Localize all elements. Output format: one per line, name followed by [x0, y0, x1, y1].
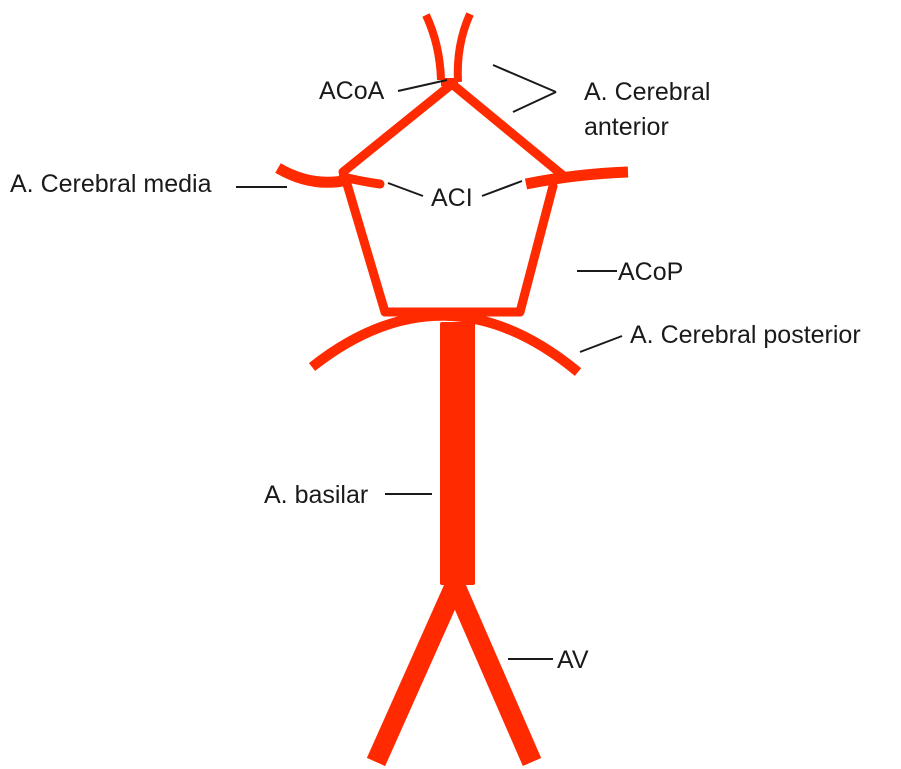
leader-aci-right [482, 181, 522, 196]
label-cerebral-posterior: A. Cerebral posterior [630, 321, 861, 349]
basilar-artery [440, 322, 475, 585]
posterior-communicating-artery-left [347, 184, 385, 312]
vertebral-artery-right [455, 585, 532, 762]
leader-cerebral-anterior-lower [513, 92, 556, 112]
anterior-cerebral-a1-right [452, 84, 566, 178]
label-cerebral-media: A. Cerebral media [10, 170, 212, 198]
vertebral-artery-left [376, 585, 455, 762]
label-acop: ACoP [618, 258, 683, 286]
leader-cerebral-anterior-upper [493, 65, 556, 92]
middle-cerebral-artery-right [526, 172, 628, 184]
anterior-cerebral-artery-right [458, 14, 470, 82]
posterior-communicating-artery-right [520, 186, 553, 312]
leader-cerebral-posterior [580, 336, 622, 352]
anterior-cerebral-artery-left [426, 15, 441, 80]
label-cerebral-anterior-line1: A. Cerebral [584, 78, 710, 106]
labels: ACoA A. Cerebral anterior A. Cerebral me… [10, 77, 861, 674]
label-aci: ACI [431, 184, 473, 212]
leader-aci-left [388, 183, 423, 196]
middle-cerebral-artery-left [278, 168, 348, 182]
label-cerebral-anterior-line2: anterior [584, 113, 669, 141]
label-acoa: ACoA [319, 77, 385, 105]
label-basilar: A. basilar [264, 481, 368, 509]
label-av: AV [557, 646, 589, 674]
